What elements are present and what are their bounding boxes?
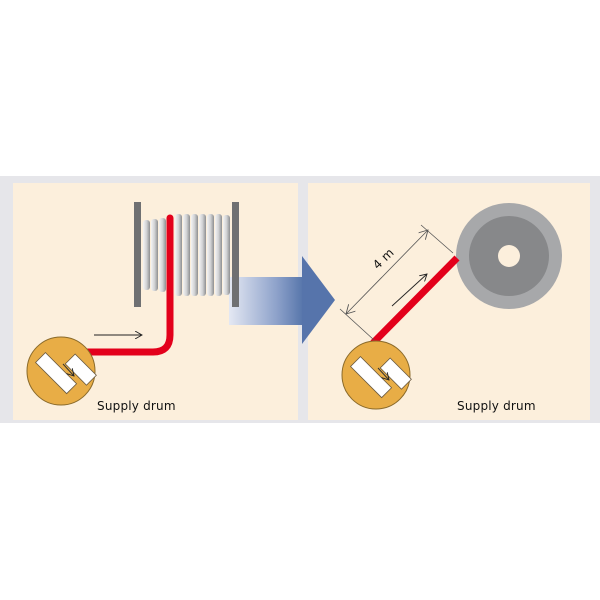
transition-arrow-icon bbox=[229, 256, 335, 344]
left-flange bbox=[134, 202, 141, 307]
right-flange bbox=[232, 202, 239, 307]
dimension-line-icon bbox=[339, 224, 454, 341]
supply-drum-icon bbox=[26, 336, 97, 406]
take-up-drum-icon bbox=[456, 203, 562, 309]
cable bbox=[82, 214, 174, 356]
right-caption: Supply drum bbox=[457, 399, 536, 413]
left-caption: Supply drum bbox=[97, 399, 176, 413]
cable-reel-icon bbox=[134, 202, 239, 307]
supply-drum-icon bbox=[341, 340, 412, 410]
cable bbox=[370, 255, 460, 346]
